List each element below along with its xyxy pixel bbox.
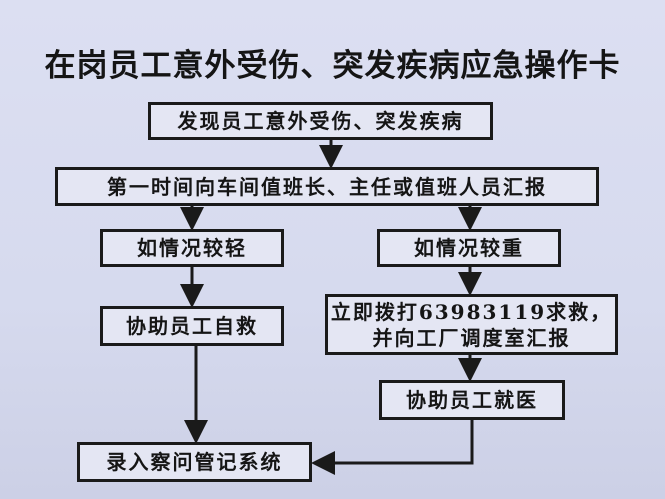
step-medical-label: 协助员工就医 <box>406 388 538 412</box>
step-record-label: 录入察问管记系统 <box>106 450 283 474</box>
step-report: 第一时间向车间值班长、主任或值班人员汇报 <box>55 167 599 206</box>
step-serious-label: 如情况较重 <box>414 236 524 260</box>
step-discover: 发现员工意外受伤、突发疾病 <box>148 102 493 140</box>
step-report-label: 第一时间向车间值班长、主任或值班人员汇报 <box>107 174 547 199</box>
step-call: 立即拨打63983119求救， 并向工厂调度室汇报 <box>325 294 618 355</box>
step-self-rescue-label: 协助员工自救 <box>126 314 258 338</box>
step-minor: 如情况较轻 <box>100 229 284 267</box>
step-record: 录入察问管记系统 <box>77 442 312 482</box>
step-medical: 协助员工就医 <box>379 380 565 420</box>
step-minor-label: 如情况较轻 <box>137 236 247 260</box>
step-serious: 如情况较重 <box>377 229 561 267</box>
step-call-line1: 立即拨打63983119求救， <box>330 299 613 324</box>
step-call-line2: 并向工厂调度室汇报 <box>372 325 571 350</box>
step-self-rescue: 协助员工自救 <box>100 306 284 346</box>
step-discover-label: 发现员工意外受伤、突发疾病 <box>177 109 464 133</box>
arrow-medical-record <box>311 419 474 475</box>
card-title: 在岗员工意外受伤、突发疾病应急操作卡 <box>44 48 621 84</box>
